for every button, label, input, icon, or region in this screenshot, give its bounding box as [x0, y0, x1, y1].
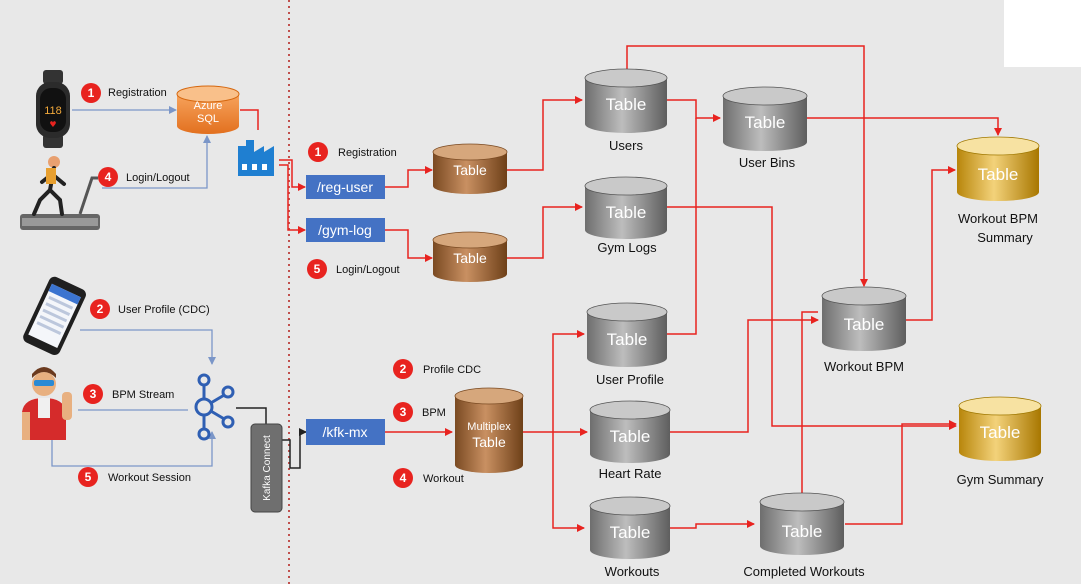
table-label: Table [980, 423, 1021, 442]
endpoint-label: /kfk-mx [322, 424, 367, 440]
badge-number: 3 [90, 387, 97, 401]
silver-table-heart-rate[interactable]: Table Heart Rate [589, 400, 671, 481]
bronze-table-gym-log[interactable]: Table [432, 231, 508, 282]
ingest-badge-registration: 1 Registration [308, 142, 397, 162]
silver-table-user-bins[interactable]: Table User Bins [722, 86, 808, 170]
ingest-badge-profile-cdc: 2 Profile CDC [393, 359, 481, 379]
badge-number: 1 [315, 145, 322, 159]
table-caption: User Bins [739, 155, 796, 170]
endpoint-gym-log[interactable]: /gym-log [306, 218, 385, 242]
table-label: Table [782, 522, 823, 541]
source-badge-workout-session: 5 Workout Session [78, 467, 191, 487]
silver-table-workout-bpm[interactable]: Table Workout BPM [821, 286, 907, 374]
bronze-table-registration[interactable]: Table [432, 143, 508, 194]
bronze-multiplex-table[interactable]: Multiplex Table [454, 387, 524, 473]
athlete-icon [22, 367, 72, 440]
source-badge-bpm-stream: 3 BPM Stream [83, 384, 174, 404]
table-label: Table [610, 427, 651, 446]
corner-panel [1004, 0, 1081, 67]
smartphone-icon [23, 276, 86, 356]
ingest-badge-login: 5 Login/Logout [307, 259, 400, 279]
treadmill-runner-icon [20, 156, 100, 230]
badge-label: BPM [422, 407, 446, 419]
kafka-connectors [236, 407, 307, 469]
badge-label: BPM Stream [112, 389, 174, 401]
badge-label: Login/Logout [126, 172, 190, 184]
smartwatch-icon: 118 ♥ [36, 70, 70, 148]
gold-table-workout-bpm-summary[interactable]: Table Workout BPM Summary [956, 136, 1040, 245]
badge-label: Login/Logout [336, 264, 400, 276]
table-caption: Workout BPM [824, 359, 904, 374]
table-caption: User Profile [596, 372, 664, 387]
badge-label: Registration [108, 87, 167, 99]
table-label: Table [606, 95, 647, 114]
kafka-icon [194, 373, 235, 441]
badge-number: 5 [85, 470, 92, 484]
gold-table-gym-summary[interactable]: Table Gym Summary [957, 396, 1044, 487]
silver-table-user-profile[interactable]: Table User Profile [586, 302, 668, 387]
table-caption: Completed Workouts [743, 564, 865, 579]
endpoint-label: /gym-log [318, 222, 372, 238]
table-caption-line1: Workout BPM [958, 211, 1038, 226]
table-label: Table [978, 165, 1019, 184]
azure-sql-database: Azure SQL [176, 85, 240, 134]
badge-number: 1 [88, 86, 95, 100]
endpoint-label: /reg-user [317, 179, 373, 195]
table-label: Table [453, 162, 487, 178]
flow-connectors [240, 45, 1002, 532]
table-caption: Workouts [605, 564, 660, 579]
badge-number: 4 [105, 170, 112, 184]
ingest-badge-bpm: 3 BPM [393, 402, 446, 422]
multiplex-line2: Table [472, 434, 506, 450]
badge-number: 2 [400, 362, 407, 376]
source-badge-registration: 1 Registration [81, 83, 167, 103]
table-caption: Users [609, 138, 643, 153]
table-label: Table [610, 523, 651, 542]
svg-text:♥: ♥ [49, 120, 56, 129]
table-label: Table [606, 203, 647, 222]
badge-number: 2 [97, 302, 104, 316]
table-caption-line2: Summary [977, 230, 1033, 245]
table-label: Table [844, 315, 885, 334]
badge-label: Workout [423, 473, 464, 485]
badge-number: 3 [400, 405, 407, 419]
badge-label: Profile CDC [423, 364, 481, 376]
silver-table-workouts[interactable]: Table Workouts [589, 496, 671, 579]
table-caption: Gym Logs [597, 240, 657, 255]
table-label: Table [453, 250, 487, 266]
endpoint-reg-user[interactable]: /reg-user [306, 175, 385, 199]
silver-table-gym-logs[interactable]: Table Gym Logs [584, 176, 668, 255]
data-factory-icon [238, 140, 274, 176]
azure-sql-line1: Azure [194, 100, 223, 112]
source-badge-user-profile: 2 User Profile (CDC) [90, 299, 210, 319]
badge-label: Workout Session [108, 472, 191, 484]
multiplex-line1: Multiplex [467, 421, 511, 433]
endpoint-kfk-mx[interactable]: /kfk-mx [306, 419, 385, 445]
badge-number: 5 [314, 262, 321, 276]
kafka-connect-label: Kafka Connect [262, 435, 273, 501]
badge-number: 4 [400, 471, 407, 485]
table-caption: Heart Rate [599, 466, 662, 481]
svg-text:118: 118 [44, 105, 62, 117]
silver-table-completed-workouts[interactable]: Table Completed Workouts [743, 492, 865, 579]
ingest-badge-workout: 4 Workout [393, 468, 464, 488]
badge-label: Registration [338, 147, 397, 159]
silver-table-users[interactable]: Table Users [584, 68, 668, 153]
azure-sql-line2: SQL [197, 113, 219, 125]
table-caption-line1: Gym Summary [957, 472, 1044, 487]
source-badge-login: 4 Login/Logout [98, 167, 190, 187]
kafka-connect-box: Kafka Connect [250, 423, 283, 513]
source-connectors [51, 106, 216, 467]
table-label: Table [607, 330, 648, 349]
badge-label: User Profile (CDC) [118, 304, 210, 316]
table-label: Table [745, 113, 786, 132]
